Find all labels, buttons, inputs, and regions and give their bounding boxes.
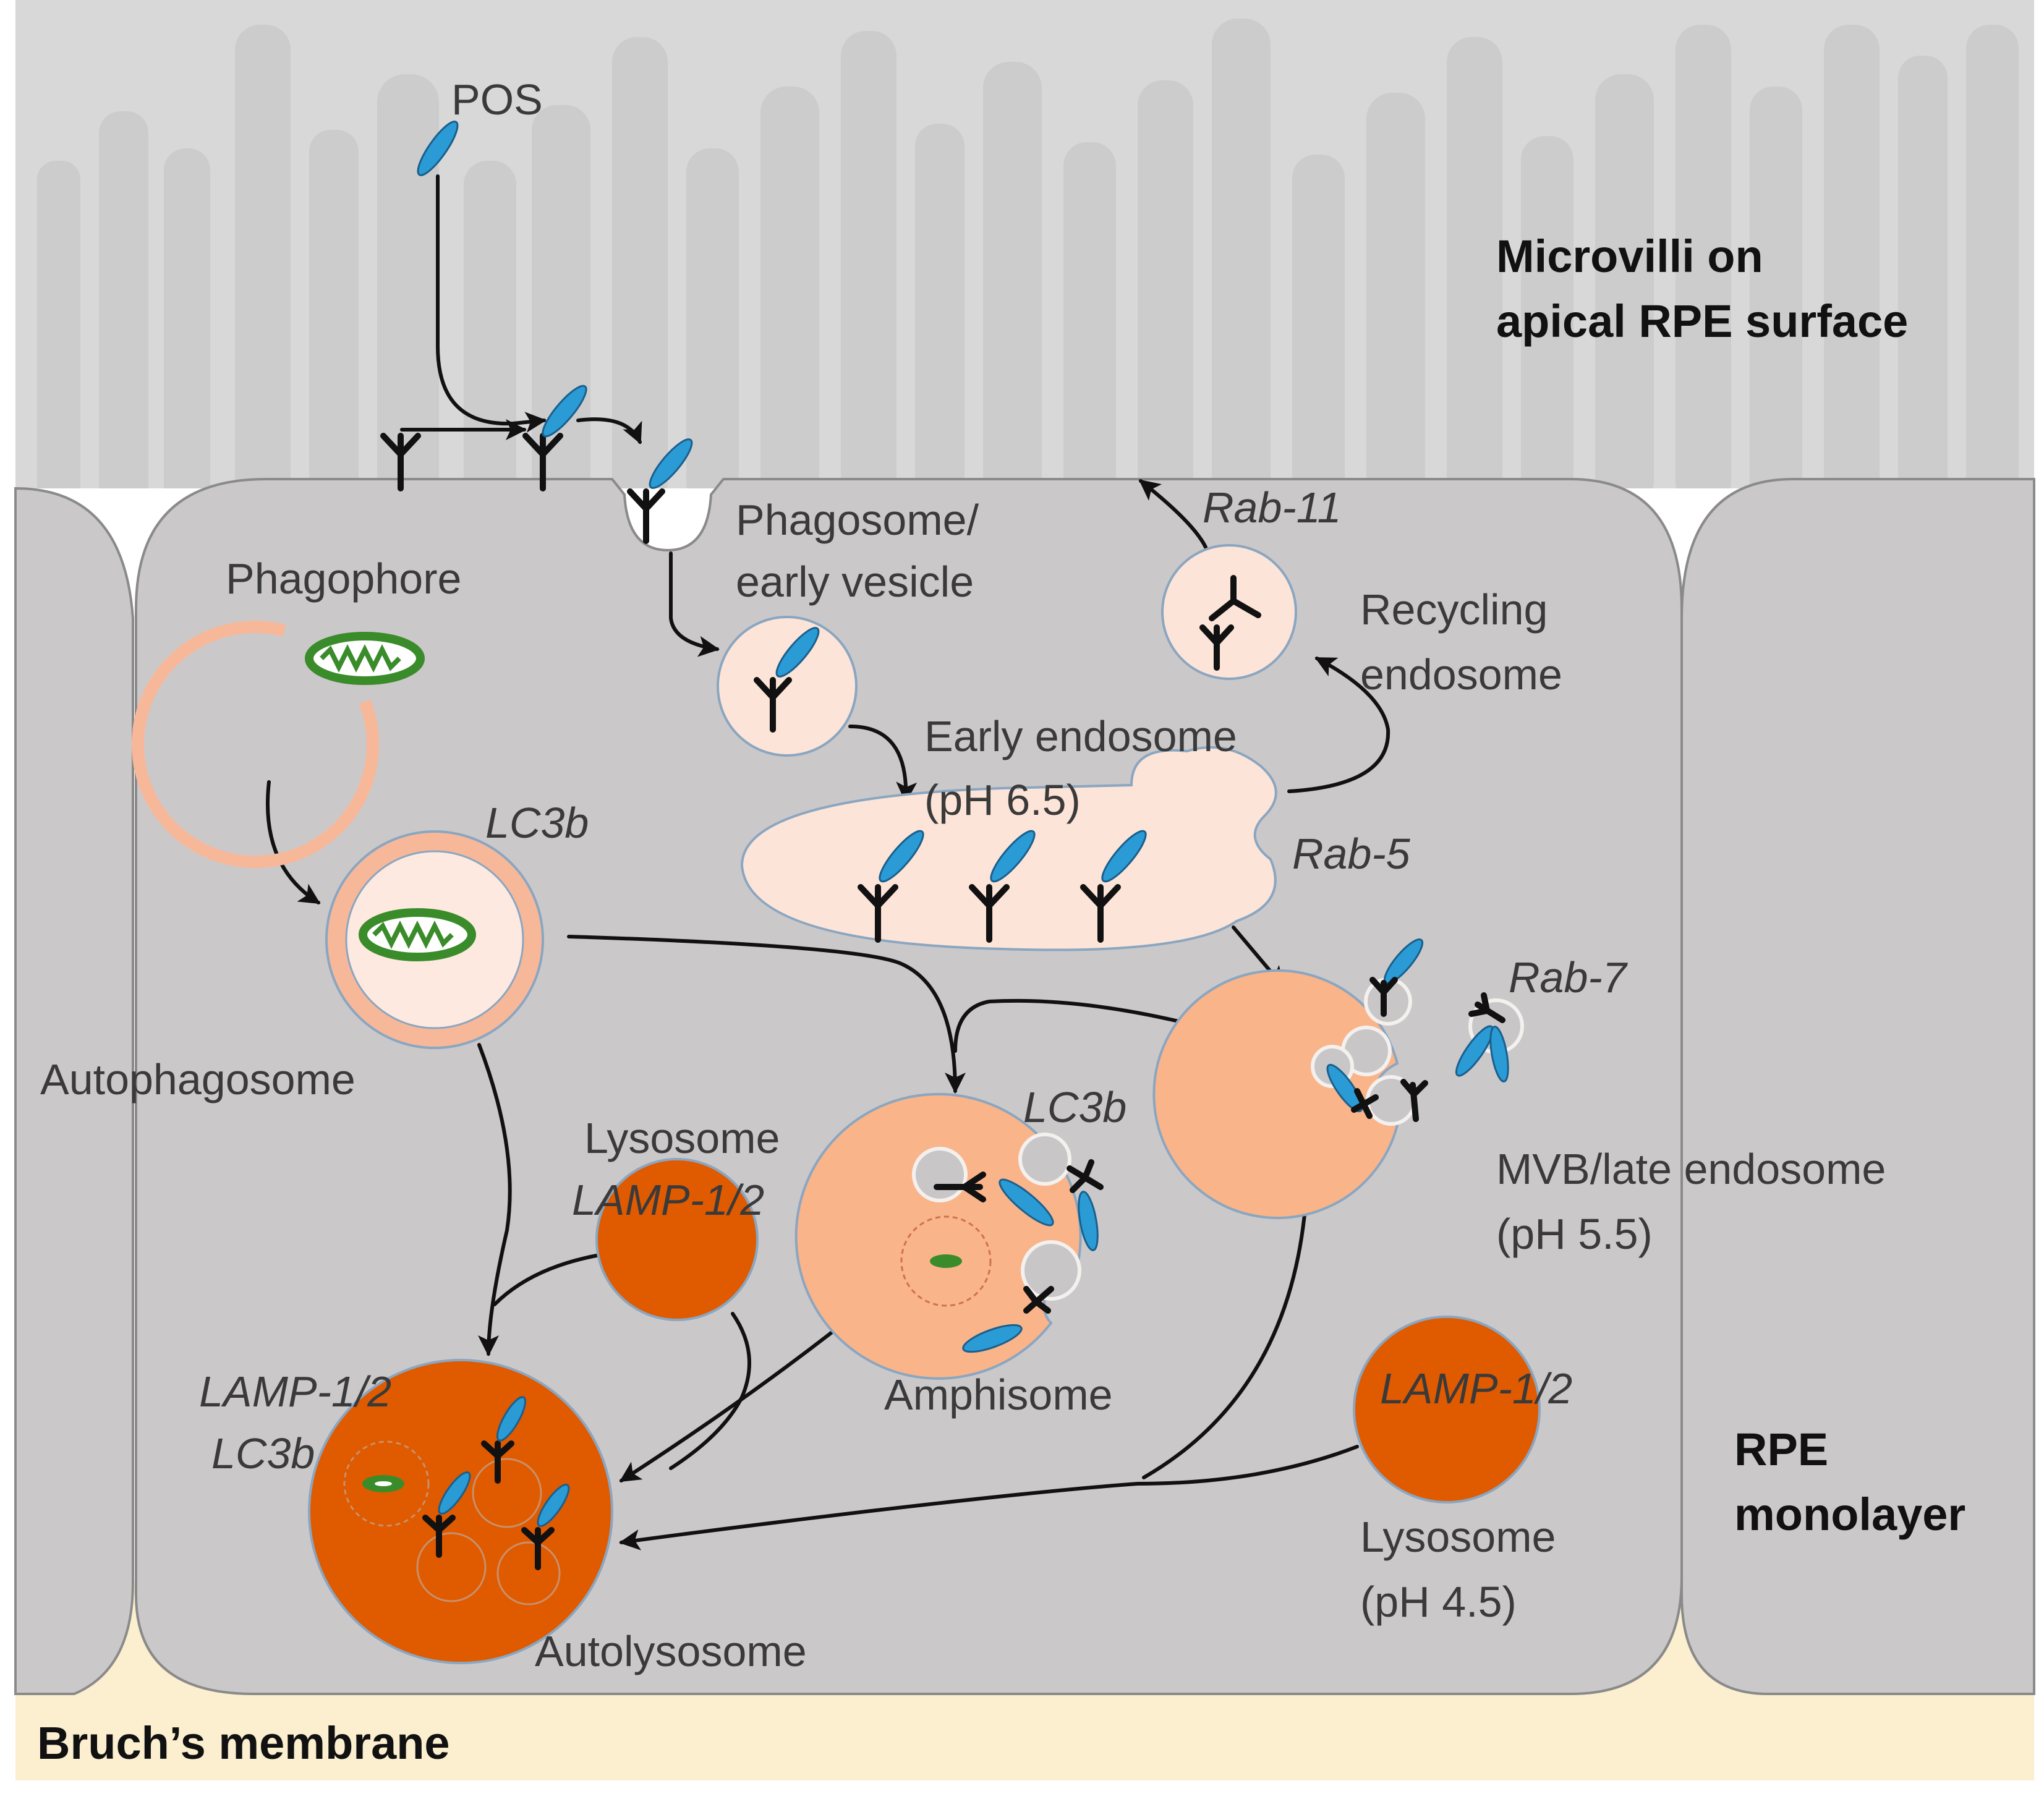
label-mvb-line1: MVB/late endosome (1496, 1145, 1886, 1193)
recycling-endosome (1161, 544, 1297, 680)
arrow-to-pit (576, 417, 642, 444)
autolysosome (308, 1359, 613, 1664)
arrow-lysosome-to-autolysosome-join (493, 1253, 602, 1306)
arrow-recycling-to-membrane (1138, 479, 1207, 549)
label-amphisome: Amphisome (884, 1371, 1113, 1419)
arrow-pos-to-receptor (436, 174, 547, 433)
mvb-late-endosome (1152, 938, 1524, 1219)
label-bruch-membrane: Bruch’s membrane (37, 1717, 450, 1769)
label-lysosome-right-lamp: LAMP-1/2 (1380, 1364, 1572, 1413)
mitochondrion-icon (359, 908, 476, 961)
receptor-surface-1 (380, 433, 421, 491)
label-mvb-line2: (pH 5.5) (1496, 1210, 1653, 1258)
arrow-autophagosome-to-autolysosome (477, 1043, 512, 1356)
label-pos: POS (451, 75, 543, 124)
label-early-endosome-line2: (pH 6.5) (924, 776, 1081, 824)
label-rab5: Rab-5 (1292, 830, 1411, 878)
arrow-lysosome-right-to-autolysosome (619, 1445, 1359, 1550)
label-microvilli-line2: apical RPE surface (1496, 296, 1908, 347)
arrow-pit-to-phagosome (669, 551, 720, 657)
label-autolysosome: Autolysosome (535, 1627, 807, 1675)
amphisome (794, 1092, 1104, 1380)
label-lysosome-top-line1: Lysosome (584, 1114, 780, 1162)
arrow-mvb-to-autolysosome (1142, 1160, 1309, 1479)
label-rab11: Rab-11 (1203, 483, 1341, 532)
receptor-surface-2 (522, 385, 587, 491)
label-lc3b-autophagosome: LC3b (485, 799, 589, 847)
lysosome-right (1353, 1316, 1541, 1503)
label-lysosome-right-line1: Lysosome (1360, 1513, 1556, 1561)
label-lysosome-top-line2: LAMP-1/2 (572, 1176, 764, 1224)
label-early-endosome-line1: Early endosome (924, 712, 1237, 760)
label-lc3b-amphisome: LC3b (1023, 1083, 1126, 1131)
mitochondrion-icon (305, 632, 425, 685)
label-recycling-line1: Recycling (1360, 585, 1548, 634)
label-phagosome-line1: Phagosome/ (736, 496, 979, 544)
label-phagosome-line2: early vesicle (736, 558, 974, 606)
label-recycling-line2: endosome (1360, 650, 1562, 699)
label-microvilli-line1: Microvilli on (1496, 231, 1763, 282)
receptor-in-pit (627, 438, 693, 544)
left-neighbor-cell (14, 487, 134, 1695)
phagophore (132, 621, 425, 869)
arrow-phagosome-to-early-endosome (848, 725, 918, 803)
autophagosome (325, 830, 544, 1049)
microvilli (37, 19, 2019, 488)
early-endosome (740, 746, 1277, 951)
label-rpe-line2: monolayer (1734, 1489, 1965, 1540)
pos-particle-top (417, 121, 459, 176)
phagosome-vesicle (717, 616, 858, 757)
label-autolysosome-lamp: LAMP-1/2 (199, 1367, 391, 1416)
label-lysosome-right-line2: (pH 4.5) (1360, 1578, 1517, 1626)
label-phagophore: Phagophore (226, 555, 461, 603)
label-rpe-line1: RPE (1734, 1424, 1828, 1475)
label-autolysosome-lc3b: LC3b (211, 1429, 315, 1478)
arrow-autophagosome-to-amphisome (567, 935, 966, 1094)
lysosome-top (595, 1158, 759, 1321)
label-autophagosome: Autophagosome (40, 1055, 356, 1104)
arrow-early-to-recycling (1287, 657, 1390, 793)
label-rab7: Rab-7 (1509, 953, 1629, 1002)
